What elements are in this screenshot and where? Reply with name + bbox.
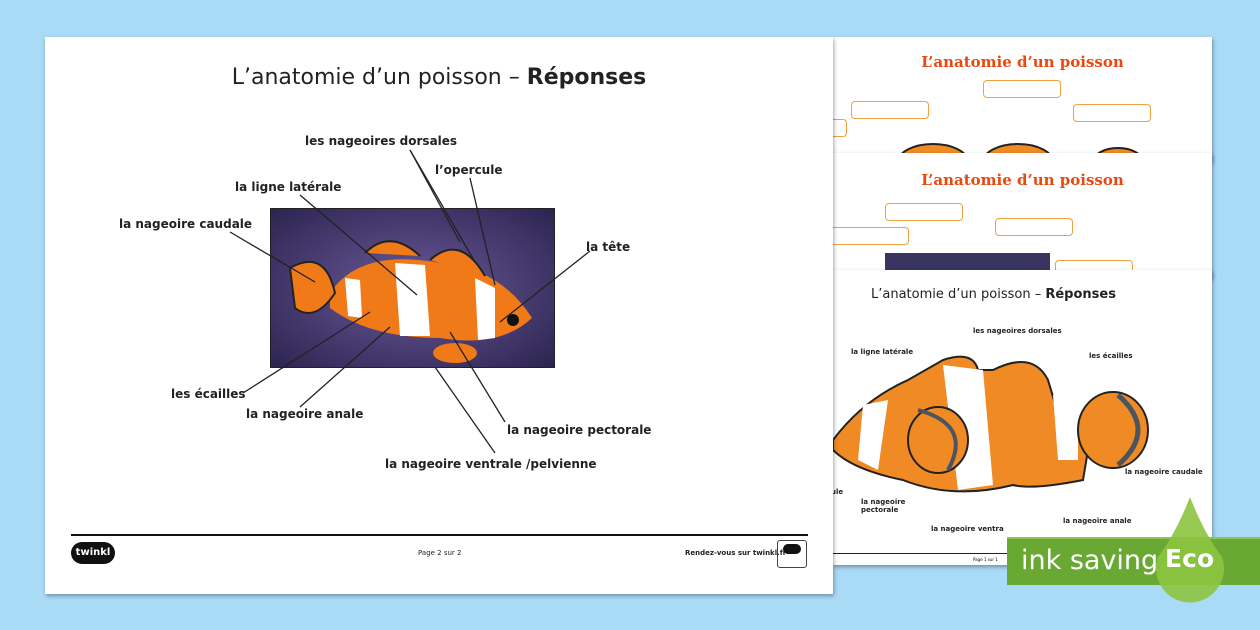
answer-box bbox=[829, 227, 909, 245]
footer-rule bbox=[71, 534, 808, 536]
page-number: Page 2 sur 2 bbox=[418, 549, 462, 557]
label-opercule: l’opercule bbox=[435, 163, 503, 177]
page-number: Page 1 sur 1 bbox=[973, 557, 998, 562]
label-caudale: la nageoire caudale bbox=[1125, 468, 1203, 476]
label-ligne: la ligne latérale bbox=[235, 180, 342, 194]
label-leader-lines bbox=[229, 149, 591, 454]
back-page-2: L’anatomie d’un poisson bbox=[829, 153, 1212, 278]
page-title: L’anatomie d’un poisson – Réponses bbox=[231, 65, 647, 90]
clownfish-photo bbox=[270, 208, 555, 368]
answer-page-main: L’anatomie d’un poisson – Réponses les n… bbox=[45, 37, 833, 594]
quality-badge-icon bbox=[777, 540, 807, 568]
answer-box bbox=[885, 203, 963, 221]
label-ventrale: la nageoire ventra bbox=[931, 525, 1004, 533]
clownfish-drawing bbox=[833, 355, 1149, 493]
website-link[interactable]: Rendez-vous sur twinkl.fr bbox=[685, 549, 787, 557]
label-anale: la nageoire anale bbox=[1063, 517, 1132, 525]
label-dorsales: les nageoires dorsales bbox=[305, 134, 458, 148]
label-opercule: ule bbox=[831, 488, 844, 496]
ink-saving-text: ink saving bbox=[1021, 545, 1159, 576]
back-page-title: L’anatomie d’un poisson bbox=[921, 53, 1124, 71]
answer-box bbox=[995, 218, 1073, 236]
label-caudale: la nageoire caudale bbox=[119, 217, 253, 231]
label-ligne: la ligne latérale bbox=[851, 348, 914, 356]
twinkl-logo: twinkl bbox=[71, 542, 115, 564]
eco-drop-icon bbox=[1156, 497, 1224, 603]
label-tete: la tête bbox=[586, 240, 631, 254]
answer-box bbox=[851, 101, 929, 119]
answer-page-small: L’anatomie d’un poisson – Réponses les n… bbox=[831, 270, 1212, 565]
label-dorsales: les nageoires dorsales bbox=[973, 327, 1062, 335]
label-ventrale: la nageoire ventrale /pelvienne bbox=[385, 457, 597, 471]
label-ecailles: les écailles bbox=[171, 387, 246, 401]
label-anale: la nageoire anale bbox=[246, 407, 364, 421]
page-title: L’anatomie d’un poisson – Réponses bbox=[871, 287, 1116, 302]
back-page-1: L’anatomie d’un poisson bbox=[829, 37, 1212, 162]
label-ecailles: les écailles bbox=[1089, 352, 1133, 360]
eco-label: Eco bbox=[1165, 544, 1215, 573]
back-page-title: L’anatomie d’un poisson bbox=[921, 171, 1124, 189]
label-pectorale: la nageoire pectorale bbox=[507, 423, 652, 437]
answer-box bbox=[1073, 104, 1151, 122]
answer-box bbox=[983, 80, 1061, 98]
